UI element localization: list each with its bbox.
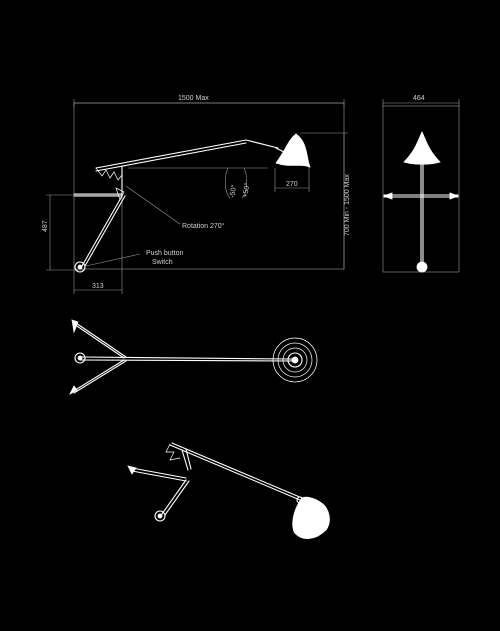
perspective-brace xyxy=(131,467,187,479)
tilt-down-label: -50° xyxy=(228,184,238,198)
wall-height-label: 487 xyxy=(42,220,49,232)
top-view-shade-outer xyxy=(272,337,318,383)
wall-base xyxy=(74,261,86,273)
side-view-dimension-frame xyxy=(73,102,345,270)
side-view: 1500 Max 700 Min - 1500 Max 270 487 313 … xyxy=(42,95,351,294)
rotation-label: Rotation 270° xyxy=(182,222,225,230)
perspective-lower-arm xyxy=(161,479,187,515)
shade-width-label: 270 xyxy=(286,181,298,188)
front-lamp-shade xyxy=(403,131,441,165)
perspective-view xyxy=(127,442,330,539)
upper-arm xyxy=(95,139,247,169)
perspective-shade xyxy=(292,496,330,539)
switch-label: Switch xyxy=(152,259,173,266)
tilt-up-label: +50° xyxy=(241,182,251,198)
lower-arm xyxy=(81,195,123,267)
top-view xyxy=(69,319,318,396)
top-view-base xyxy=(74,352,86,364)
perspective-base xyxy=(154,510,166,522)
base-offset-label: 313 xyxy=(92,283,104,290)
push-button-label: Push button xyxy=(146,250,183,257)
perspective-upper-arm xyxy=(169,444,301,501)
front-view: 464 xyxy=(382,95,460,273)
front-width-label: 464 xyxy=(413,95,425,102)
width-max-label: 1500 Max xyxy=(178,95,209,102)
upper-arm-tip xyxy=(245,139,279,149)
lamp-shade xyxy=(275,133,311,168)
top-view-main-arm xyxy=(79,356,293,360)
height-range-label: 700 Min - 1500 Max xyxy=(344,174,351,236)
front-wall-base xyxy=(416,261,428,273)
